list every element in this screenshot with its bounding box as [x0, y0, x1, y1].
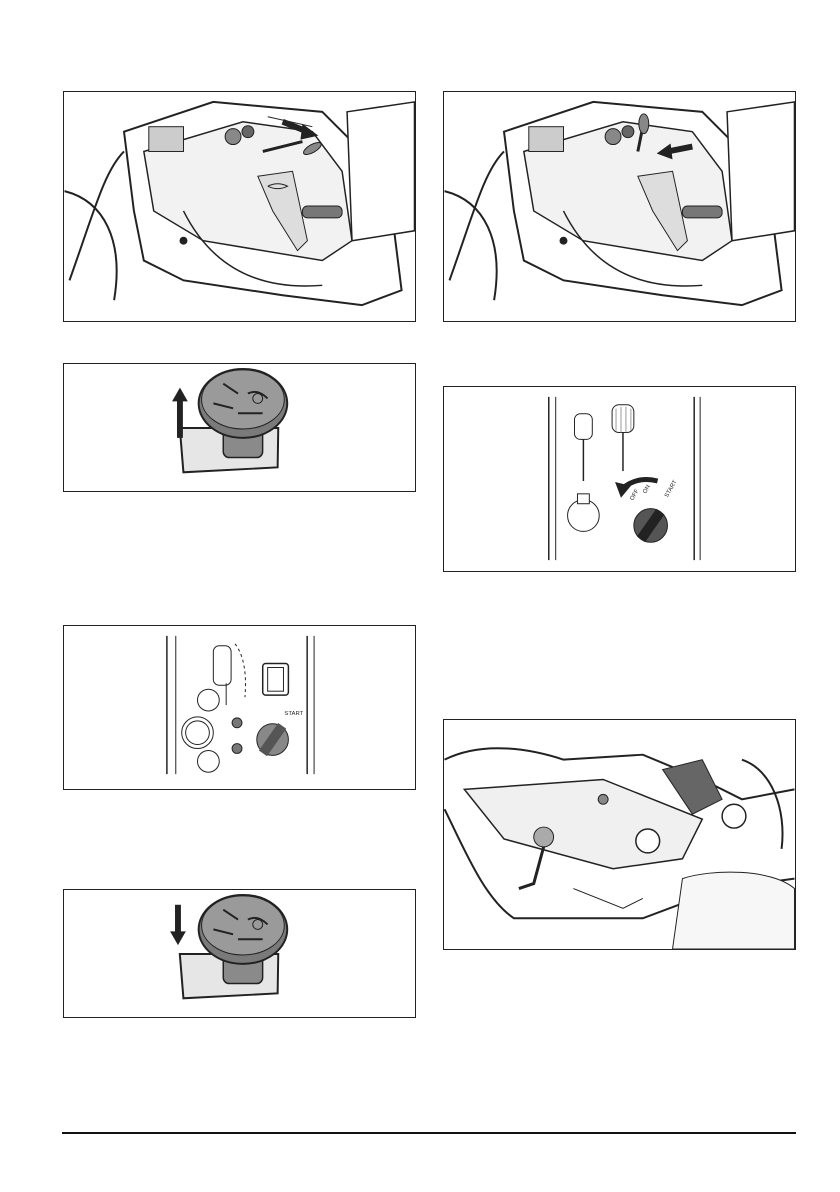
- ignition-label-off: OFF: [629, 488, 640, 502]
- control-panel-illustration: START: [64, 626, 415, 789]
- pto-knob-illustration: [64, 890, 415, 1017]
- ignition-switch-illustration: OFF ON START: [444, 387, 795, 571]
- mower-dashboard-illustration: [444, 92, 795, 321]
- figure-cutting-height-lower: [63, 91, 416, 322]
- figure-control-panel-lamps: START: [63, 625, 416, 790]
- ignition-label-on: ON: [642, 484, 652, 495]
- seat-area-illustration: [444, 720, 795, 949]
- arrow-down-icon: [170, 905, 186, 945]
- figure-ignition-key-off: OFF ON START: [443, 386, 796, 572]
- panel-label-start: START: [284, 711, 303, 717]
- figure-cutting-height-raise: [443, 91, 796, 322]
- footer-rule: [62, 1132, 796, 1134]
- figure-pto-knob-push: [63, 889, 416, 1018]
- figure-seat-battery: [443, 719, 796, 950]
- mower-dashboard-illustration: [64, 92, 415, 321]
- ignition-label-start: START: [664, 479, 679, 499]
- pto-knob-illustration: [64, 364, 415, 491]
- figure-pto-knob-pull: [63, 363, 416, 492]
